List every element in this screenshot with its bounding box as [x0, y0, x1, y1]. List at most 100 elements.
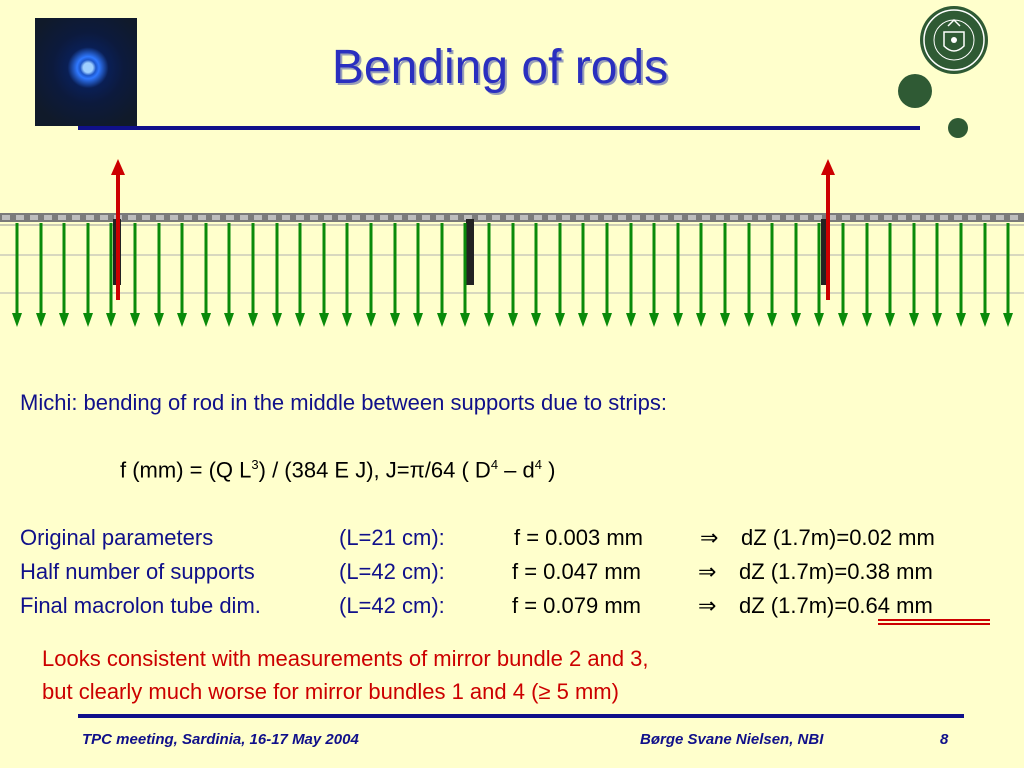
rod-segment [268, 215, 276, 220]
rod-segment [156, 215, 164, 220]
load-arrow-head [555, 313, 565, 327]
param-range: (L=42 cm): [339, 559, 445, 584]
load-arrow-head [460, 313, 470, 327]
rod-segment [184, 215, 192, 220]
load-arrow-head [932, 313, 942, 327]
rod-segment [436, 215, 444, 220]
rod-segment [646, 215, 654, 220]
university-seal-icon [920, 6, 988, 74]
rod-segment [926, 215, 934, 220]
rod-segment [366, 215, 374, 220]
param-label: Original parameters [20, 525, 214, 550]
rod-segment [730, 215, 738, 220]
slide-title: Bending of rods [331, 41, 669, 94]
param-dz: dZ (1.7m)=0.38 mm [739, 559, 933, 584]
rod-segment [562, 215, 570, 220]
param-range: (L=42 cm): [339, 593, 445, 618]
load-arrow-head [508, 313, 518, 327]
rod-segment [912, 215, 920, 220]
load-arrow-head [744, 313, 754, 327]
load-arrow-head [59, 313, 69, 327]
load-arrow-head [720, 313, 730, 327]
load-arrow-head [319, 313, 329, 327]
support-post [466, 219, 474, 285]
rod-segment [296, 215, 304, 220]
load-arrow-head [649, 313, 659, 327]
rod-segment [30, 215, 38, 220]
rod-segment [450, 215, 458, 220]
conclusion-line-2: but clearly much worse for mirror bundle… [42, 679, 619, 704]
rod-segment [16, 215, 24, 220]
rod-segment [590, 215, 598, 220]
load-arrow-head [12, 313, 22, 327]
rod-segment [758, 215, 766, 220]
green-dot-small [948, 118, 968, 138]
rod-segment [898, 215, 906, 220]
rod-support-diagram [0, 159, 1024, 327]
load-arrow-head [767, 313, 777, 327]
load-arrow-head [862, 313, 872, 327]
support-force-arrow-head [111, 159, 125, 175]
rod-segment [324, 215, 332, 220]
rod-segment [660, 215, 668, 220]
rod-segment [786, 215, 794, 220]
rod-segment [576, 215, 584, 220]
rod-segment [968, 215, 976, 220]
load-arrow-head [437, 313, 447, 327]
rod-segment [310, 215, 318, 220]
rod-segment [674, 215, 682, 220]
rod-segment [940, 215, 948, 220]
load-arrow-head [484, 313, 494, 327]
rod-segment [142, 215, 150, 220]
load-arrow-head [272, 313, 282, 327]
rod-segment [58, 215, 66, 220]
rod-segment [1010, 215, 1018, 220]
rod-segment [814, 215, 822, 220]
load-arrow-head [295, 313, 305, 327]
rod-segment [506, 215, 514, 220]
rod-segment [170, 215, 178, 220]
rod-segment [394, 215, 402, 220]
rod-segment [492, 215, 500, 220]
rod-segment [198, 215, 206, 220]
formula-part: – d [498, 457, 535, 483]
rod-segment [226, 215, 234, 220]
rod-segment [254, 215, 262, 220]
load-arrow-head [342, 313, 352, 327]
conclusion-line-1: Looks consistent with measurements of mi… [42, 646, 649, 671]
intro-text: Michi: bending of rod in the middle betw… [20, 390, 667, 415]
rod-segment [604, 215, 612, 220]
rod-segment [478, 215, 486, 220]
rod-segment [884, 215, 892, 220]
rod-segment [464, 215, 472, 220]
implies-symbol: ⇒ [698, 593, 717, 618]
param-f: f = 0.079 mm [512, 593, 642, 618]
implies-symbol: ⇒ [698, 559, 717, 584]
rod-segment [996, 215, 1004, 220]
formula-part: ) [542, 457, 556, 483]
rod-segment [744, 215, 752, 220]
rod-segment [982, 215, 990, 220]
rod-segment [100, 215, 108, 220]
formula-exponent: 4 [490, 457, 499, 472]
rod-segment [352, 215, 360, 220]
implies-symbol: ⇒ [700, 525, 719, 550]
title-rule [78, 126, 920, 130]
formula-part: f (mm) = (Q L [120, 457, 252, 483]
load-arrow-head [1003, 313, 1013, 327]
rod-segment [44, 215, 52, 220]
rod-segment [520, 215, 528, 220]
rod-segment [954, 215, 962, 220]
load-arrow-head [673, 313, 683, 327]
rod-segment [842, 215, 850, 220]
load-arrow-head [366, 313, 376, 327]
load-arrow-head [956, 313, 966, 327]
rod-segment [548, 215, 556, 220]
param-label: Final macrolon tube dim. [20, 593, 261, 618]
rod-segment [534, 215, 542, 220]
load-arrow-head [201, 313, 211, 327]
rod-segment [618, 215, 626, 220]
load-arrow-head [885, 313, 895, 327]
rod-segment [128, 215, 136, 220]
rod-segment [828, 215, 836, 220]
